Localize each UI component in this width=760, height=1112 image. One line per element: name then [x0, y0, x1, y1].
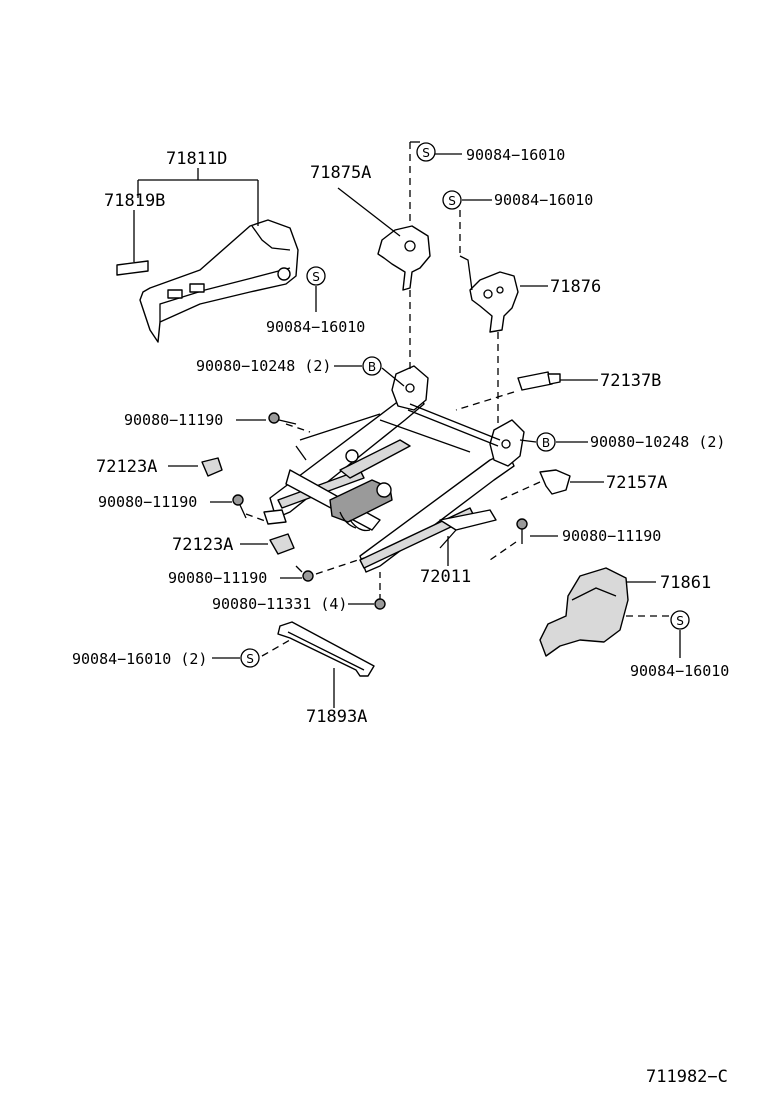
cover-72123a-top	[201, 457, 223, 477]
screw-symbol-icon: S	[306, 266, 326, 286]
leader-lines	[133, 141, 681, 708]
seat-side-cover-71811d	[139, 219, 299, 343]
part-label: 71876	[550, 277, 601, 297]
part-label: 71861	[660, 573, 711, 593]
part-label: 90080−11190	[124, 411, 223, 429]
bolt-icon	[268, 412, 297, 425]
svg-text:B: B	[368, 360, 376, 374]
bolt-icon	[374, 594, 386, 610]
part-label: 71811D	[166, 149, 227, 169]
bolt-symbol-icon: B	[536, 432, 556, 452]
part-label: 71875A	[310, 163, 371, 183]
part-label: 71819B	[104, 191, 165, 211]
part-label: 90084−16010	[494, 191, 593, 209]
part-label: 72011	[420, 567, 471, 587]
svg-text:S: S	[312, 270, 320, 284]
screw-symbol-icon: S	[240, 648, 260, 668]
part-label: 72123A	[172, 535, 233, 555]
part-label: 90084−16010	[630, 662, 729, 680]
svg-text:S: S	[422, 146, 430, 160]
svg-text:S: S	[676, 614, 684, 628]
part-label: 72157A	[606, 473, 667, 493]
recliner-cover-71876	[469, 271, 519, 333]
svg-text:B: B	[542, 436, 550, 450]
part-label: 90080−11190	[168, 569, 267, 587]
cover-72157a	[539, 469, 571, 495]
recliner-cover-71861	[539, 567, 629, 657]
part-label: 72123A	[96, 457, 157, 477]
part-label: 90084−16010	[466, 146, 565, 164]
bolt-icon	[232, 494, 247, 519]
part-label: 90080−10248 (2)	[590, 433, 725, 451]
part-label: 72137B	[600, 371, 661, 391]
bolt-icon	[295, 565, 314, 582]
svg-text:S: S	[246, 652, 254, 666]
seat-adjuster-72011	[263, 365, 525, 573]
screw-symbol-icon: S	[416, 142, 436, 162]
part-label: 71893A	[306, 707, 367, 727]
part-label: 90084−16010 (2)	[72, 650, 207, 668]
bracket-71893a	[277, 621, 375, 677]
diagram-id: 711982−C	[646, 1067, 728, 1087]
part-label: 90080−11331 (4)	[212, 595, 347, 613]
part-label: 90080−11190	[98, 493, 197, 511]
screw-symbol-icon: S	[442, 190, 462, 210]
part-label: 90080−10248 (2)	[196, 357, 331, 375]
part-label: 90080−11190	[562, 527, 661, 545]
svg-text:S: S	[448, 194, 456, 208]
bolt-icon	[516, 518, 528, 544]
bolt-symbol-icon: B	[362, 356, 382, 376]
screw-symbol-icon: S	[670, 610, 690, 630]
part-label: 90084−16010	[266, 318, 365, 336]
cover-72123a-bottom	[269, 533, 295, 555]
harness-72137b	[517, 371, 561, 391]
label-strip-71819b	[116, 260, 149, 276]
recliner-cover-71875a	[377, 225, 431, 291]
